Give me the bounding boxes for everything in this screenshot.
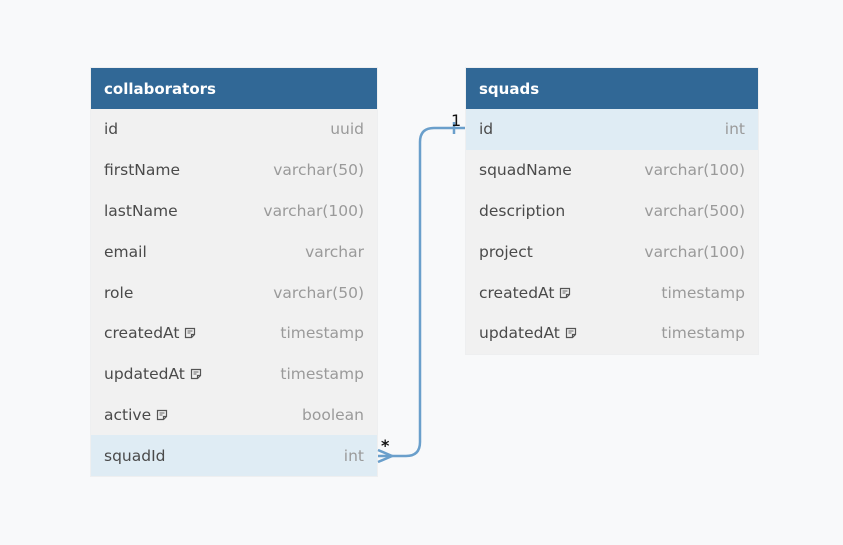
column-name-group: active: [104, 406, 168, 424]
column-name-group: description: [479, 202, 565, 220]
column-type: varchar(100): [263, 201, 364, 220]
column-name-group: id: [479, 120, 493, 138]
column-name: project: [479, 242, 533, 261]
cardinality-one-label: 1: [451, 111, 462, 130]
column-row-collaborators-id[interactable]: id uuid: [91, 109, 377, 150]
column-row-squads-id[interactable]: id int: [466, 109, 758, 150]
column-row-squads-createdAt[interactable]: createdAt timestamp: [466, 272, 758, 313]
column-name: firstName: [104, 161, 181, 180]
note-icon[interactable]: [156, 409, 168, 421]
column-name-group: squadName: [479, 161, 572, 179]
column-type: varchar(100): [644, 161, 745, 180]
column-type: varchar(50): [273, 283, 364, 302]
table-header-squads[interactable]: squads: [466, 68, 758, 109]
column-type: varchar(500): [644, 201, 745, 220]
column-row-collaborators-firstName[interactable]: firstName varchar(50): [91, 150, 377, 191]
column-type: timestamp: [280, 324, 364, 343]
column-name: id: [479, 120, 494, 139]
column-name: updatedAt: [479, 324, 560, 343]
column-name-group: updatedAt: [104, 365, 202, 383]
column-row-squads-squadName[interactable]: squadName varchar(100): [466, 150, 758, 191]
column-name: lastName: [104, 201, 178, 220]
column-name: squadName: [479, 161, 572, 180]
note-icon[interactable]: [565, 327, 577, 339]
column-name-group: id: [104, 120, 118, 138]
column-row-collaborators-email[interactable]: email varchar: [91, 231, 377, 272]
column-row-squads-project[interactable]: project varchar(100): [466, 231, 758, 272]
column-row-squads-updatedAt[interactable]: updatedAt timestamp: [466, 313, 758, 354]
column-name-group: squadId: [104, 447, 166, 465]
column-type: varchar(50): [273, 161, 364, 180]
column-list: id int squadName varchar(100) description var…: [466, 109, 758, 354]
column-row-collaborators-active[interactable]: active boolean: [91, 395, 377, 436]
column-name-group: email: [104, 243, 147, 261]
column-type: boolean: [302, 405, 364, 424]
relation-line[interactable]: [378, 126, 465, 458]
note-icon[interactable]: [190, 368, 202, 380]
column-name: description: [479, 201, 566, 220]
cardinality-many-label: *: [381, 436, 390, 455]
note-icon[interactable]: [184, 327, 196, 339]
column-name: createdAt: [479, 283, 555, 302]
column-type: varchar(100): [644, 242, 745, 261]
column-name-group: project: [479, 243, 533, 261]
column-type: timestamp: [661, 283, 745, 302]
column-type: varchar: [305, 242, 364, 261]
column-name: updatedAt: [104, 365, 185, 384]
column-name-group: role: [104, 284, 133, 302]
table-collaborators[interactable]: collaborators id uuid firstName varchar(50)…: [91, 68, 377, 477]
column-row-collaborators-squadId[interactable]: squadId int: [91, 435, 377, 477]
column-row-collaborators-createdAt[interactable]: createdAt timestamp: [91, 313, 377, 354]
column-type: int: [724, 120, 745, 139]
column-name: id: [104, 120, 119, 139]
column-name-group: createdAt: [104, 324, 196, 342]
column-name: role: [104, 283, 134, 302]
column-type: timestamp: [280, 365, 364, 384]
column-row-collaborators-lastName[interactable]: lastName varchar(100): [91, 191, 377, 232]
column-row-collaborators-role[interactable]: role varchar(50): [91, 272, 377, 313]
column-name: squadId: [104, 446, 166, 465]
column-type: int: [343, 446, 364, 465]
column-name-group: lastName: [104, 202, 178, 220]
column-name: active: [104, 405, 152, 424]
column-name-group: firstName: [104, 161, 180, 179]
column-name: email: [104, 242, 147, 261]
column-type: uuid: [330, 120, 364, 139]
note-icon[interactable]: [559, 287, 571, 299]
column-type: timestamp: [661, 324, 745, 343]
column-name-group: updatedAt: [479, 324, 577, 342]
column-name: createdAt: [104, 324, 180, 343]
table-header-collaborators[interactable]: collaborators: [91, 68, 377, 109]
column-name-group: createdAt: [479, 284, 571, 302]
table-squads[interactable]: squads id int squadName varchar(100) descrip…: [466, 68, 758, 354]
column-row-squads-description[interactable]: description varchar(500): [466, 191, 758, 232]
column-list: id uuid firstName varchar(50) lastName varcha…: [91, 109, 377, 477]
column-row-collaborators-updatedAt[interactable]: updatedAt timestamp: [91, 354, 377, 395]
